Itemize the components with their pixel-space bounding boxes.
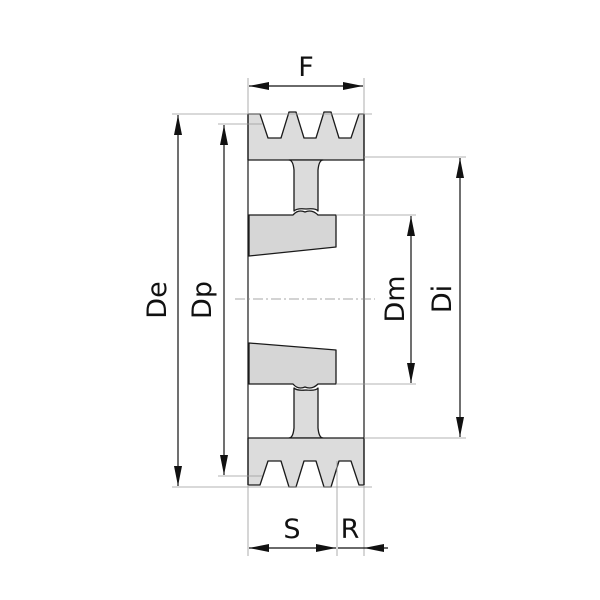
arrow-s-left [249, 544, 269, 552]
arrow-di-bottom [456, 417, 464, 437]
lower-hub [248, 342, 337, 389]
arrow-de-top [174, 115, 182, 135]
label-di: Di [427, 285, 458, 313]
arrow-de-bottom [174, 466, 182, 486]
label-f: F [298, 52, 314, 83]
arrow-dp-bottom [220, 455, 228, 475]
arrow-s-right [316, 544, 336, 552]
arrow-r-left [364, 544, 384, 552]
top-rim [247, 111, 365, 161]
upper-hub [248, 210, 337, 257]
label-dp: Dp [187, 281, 218, 319]
label-r: R [341, 514, 360, 545]
bottom-rim [247, 437, 365, 488]
arrow-dm-bottom [407, 363, 415, 383]
arrow-dp-top [220, 125, 228, 145]
label-dm: Dm [380, 275, 411, 322]
arrow-dm-top [407, 216, 415, 236]
arrow-f-left [249, 82, 269, 90]
bottom-web [288, 387, 324, 439]
arrow-di-top [456, 158, 464, 178]
top-web [288, 159, 324, 212]
label-de: De [142, 281, 173, 318]
arrow-f-right [343, 82, 363, 90]
label-s: S [283, 514, 300, 545]
